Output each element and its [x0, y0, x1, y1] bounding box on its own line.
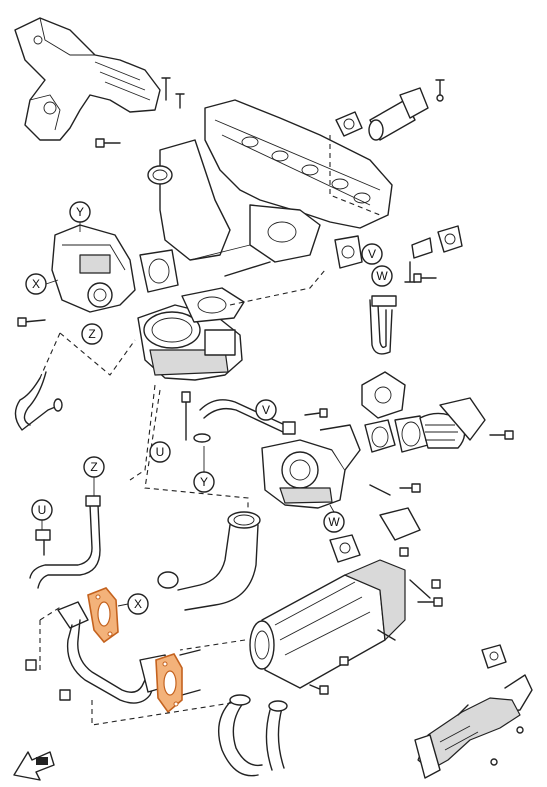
assembled-egr-inset	[414, 644, 533, 779]
mixer-gasket	[181, 287, 245, 323]
leader-lines	[39, 269, 326, 510]
egr-gasket-highlighted-upper	[87, 587, 119, 644]
callout-y-mid: Y	[193, 471, 215, 493]
callout-letter: V	[368, 247, 376, 261]
intake-manifold	[147, 99, 393, 263]
coolant-hose-w-top	[369, 295, 397, 355]
callout-letter: U	[38, 503, 47, 517]
callout-letter: Y	[200, 475, 208, 489]
coolant-hose-bottom	[218, 694, 288, 777]
callout-y-top: Y	[69, 201, 91, 223]
front-direction-arrow-icon	[13, 751, 55, 781]
callout-z-left: Z	[81, 323, 103, 345]
egr-gasket-highlighted-lower	[155, 653, 183, 714]
callout-letter: Y	[76, 205, 84, 219]
egr-valve	[261, 424, 421, 509]
stud-bolts	[95, 77, 185, 148]
callout-letter: W	[376, 269, 388, 283]
callout-x-left: X	[25, 273, 47, 295]
callout-letter: U	[156, 445, 165, 459]
long-stud	[224, 261, 271, 277]
egr-mixer-throttle-valve	[137, 304, 243, 381]
egr-cooler	[249, 507, 443, 695]
callout-letter: X	[32, 277, 40, 291]
manifold-gasket-v	[334, 235, 363, 269]
callout-u-left-lower: U	[31, 499, 53, 521]
callout-v-top: V	[361, 243, 383, 265]
callout-letter: Z	[88, 327, 95, 341]
callout-w-top: W	[371, 265, 393, 287]
callout-x-bottom: X	[127, 593, 149, 615]
egr-gasket-right	[404, 225, 463, 283]
callout-letter: W	[328, 515, 340, 529]
egr-pipe-connector-top	[329, 79, 445, 216]
leader-lines-bottom	[39, 605, 251, 726]
callout-letter: X	[134, 597, 142, 611]
callout-letter: V	[262, 403, 270, 417]
callout-letter: Z	[90, 460, 97, 474]
egr-exhaust-pipe-and-gaskets	[304, 371, 514, 453]
callout-z-left-lower: Z	[83, 456, 105, 478]
throttle-body	[51, 224, 136, 313]
charge-air-hose	[157, 511, 261, 611]
bolt-left	[23, 319, 46, 323]
coolant-hose-left	[14, 371, 63, 431]
callout-w-mid: W	[323, 511, 345, 533]
throttle-gasket	[139, 249, 179, 293]
callout-v-mid: V	[255, 399, 277, 421]
heat-shield-bracket	[14, 17, 161, 141]
bolt-and-hose-v	[181, 391, 296, 443]
coolant-pipe-z-u	[29, 495, 101, 589]
callout-u-mid: U	[149, 441, 171, 463]
